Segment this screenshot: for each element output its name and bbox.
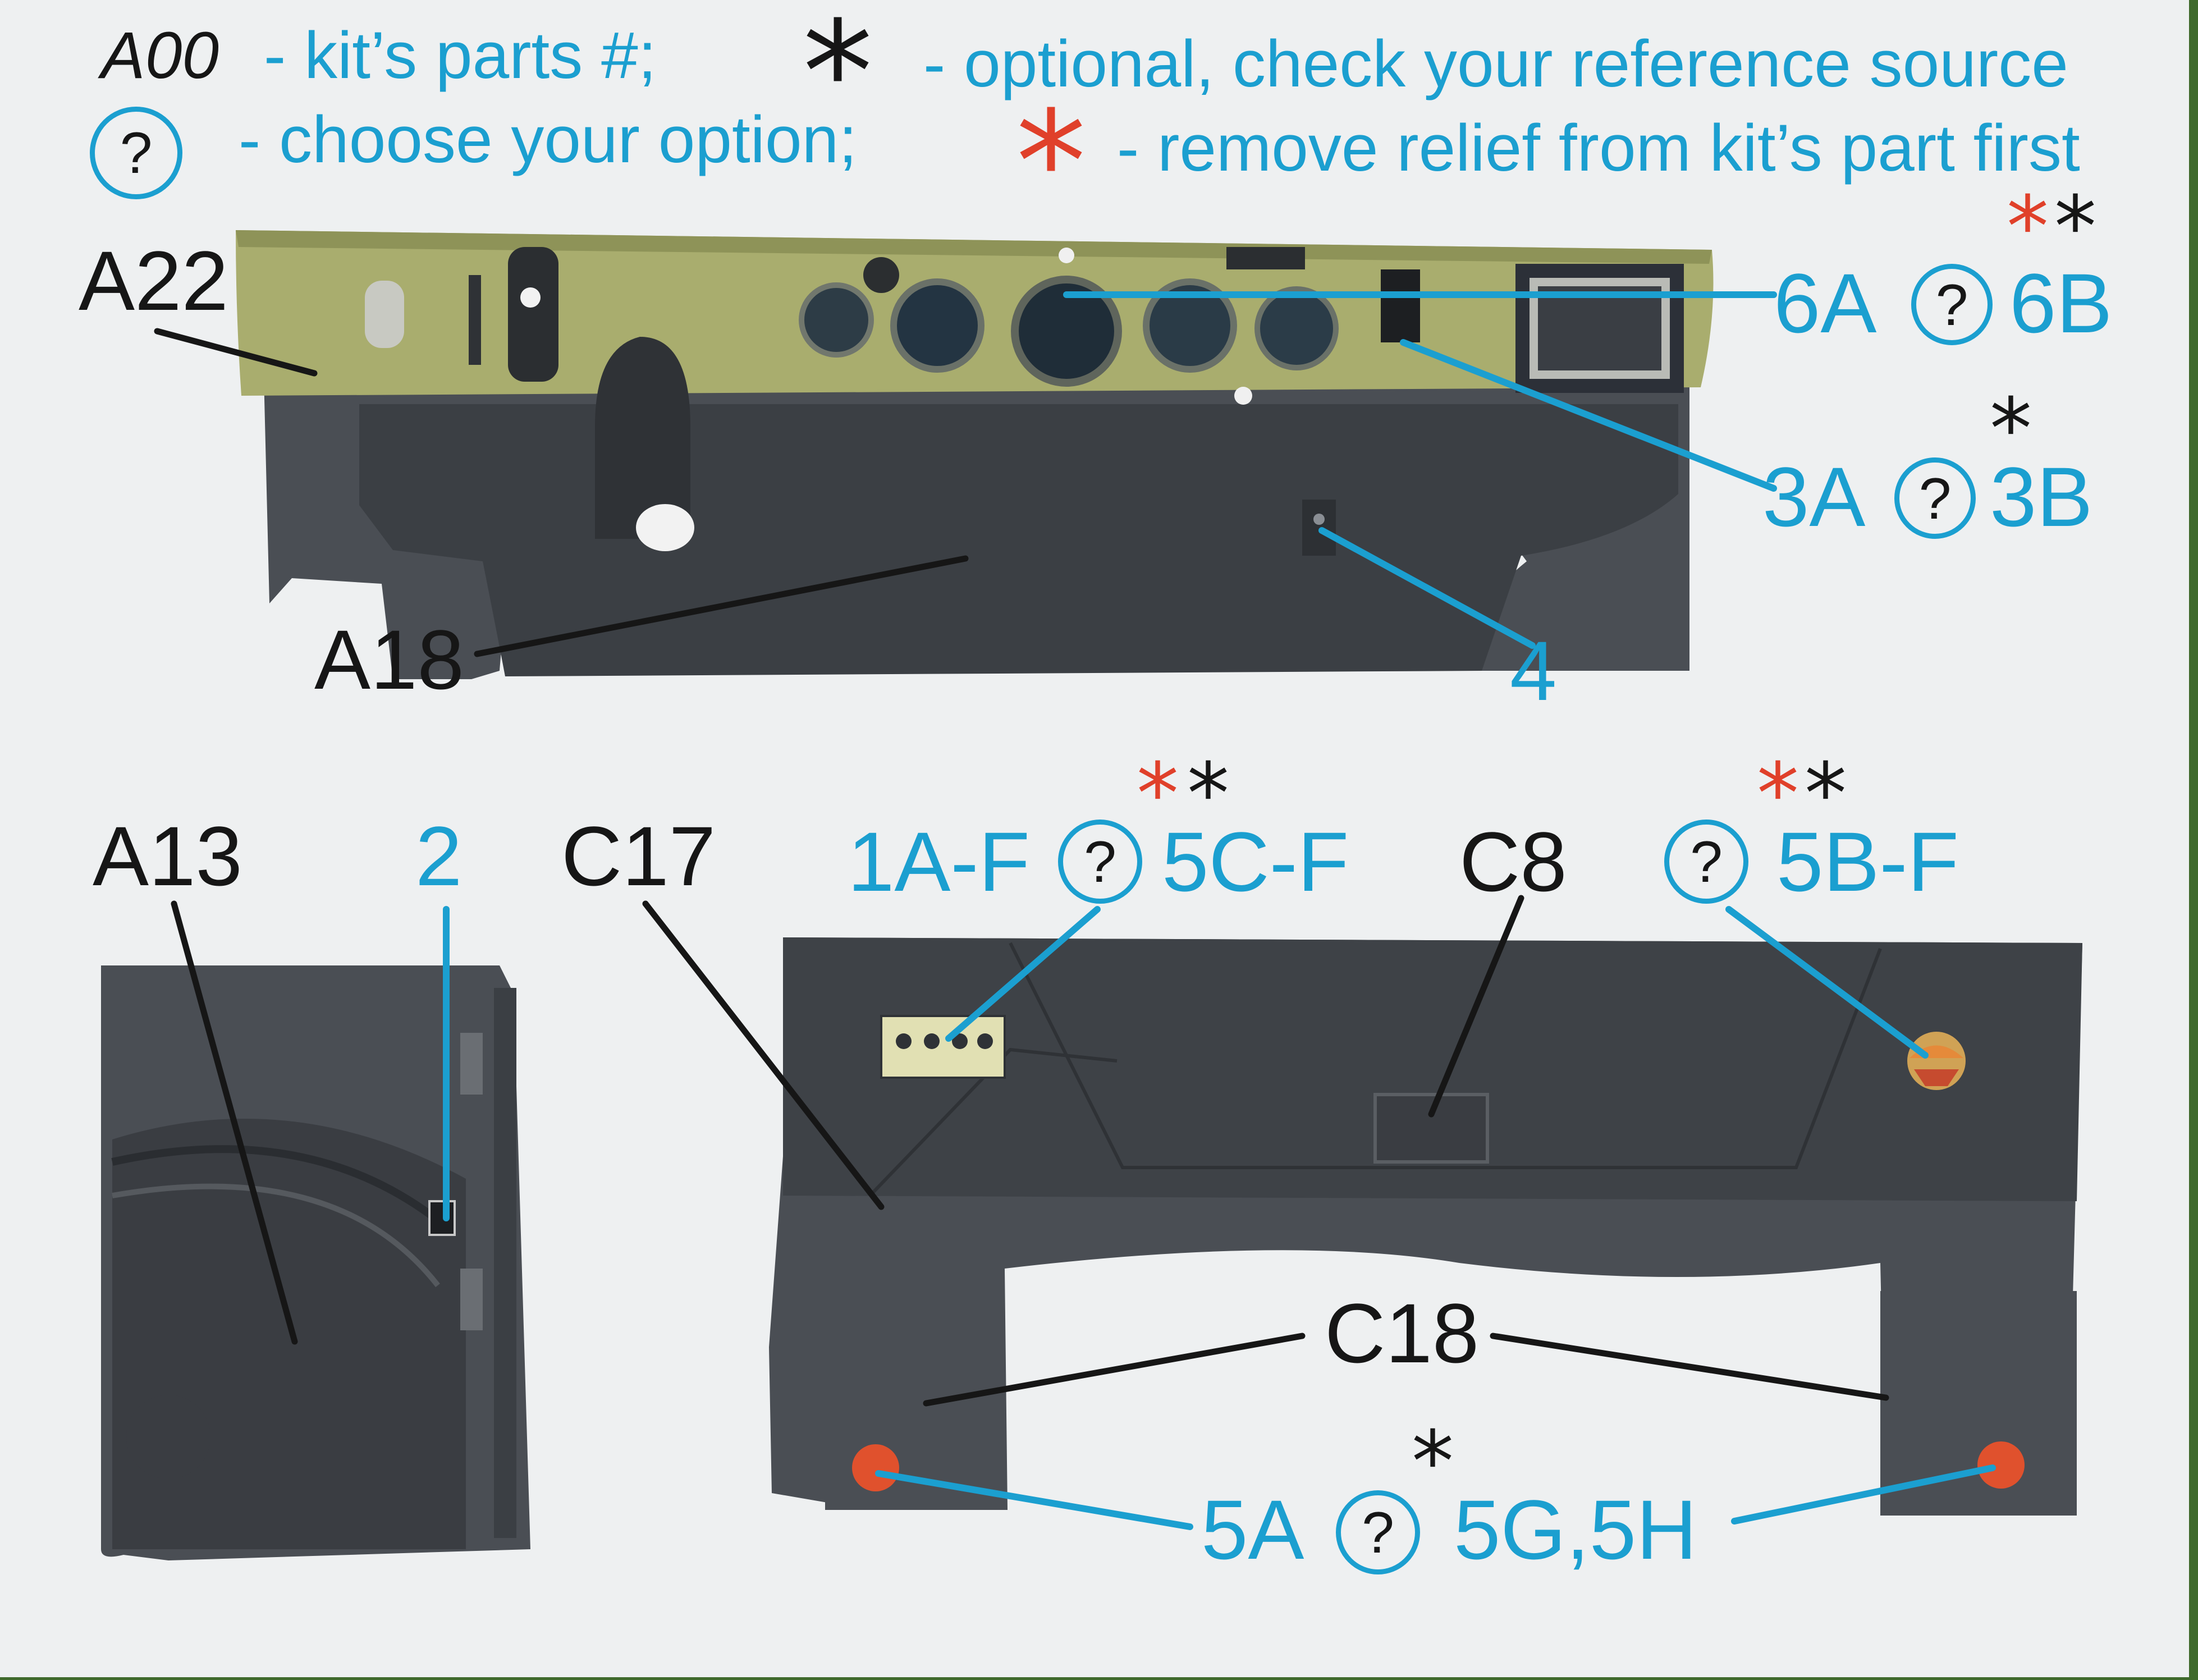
label-1af: 1A-F	[848, 814, 1031, 909]
legend-choose-symbol: ?	[90, 107, 182, 199]
legend-choose-text: - choose your option;	[239, 103, 857, 177]
remove-star-5bf: *	[1757, 745, 1799, 843]
leader-c17	[642, 900, 885, 1210]
gauge-row	[528, 248, 1339, 405]
part-c17-c18-assembly	[769, 937, 2082, 1516]
label-4: 4	[1510, 624, 1557, 718]
label-c8: C8	[1459, 814, 1567, 909]
legend-remove-star: *	[1016, 81, 1086, 244]
label-a22: A22	[79, 234, 228, 328]
label-2: 2	[415, 809, 463, 903]
leader-4	[1318, 527, 1536, 649]
optional-star-5bf: *	[1805, 745, 1847, 843]
label-a18: A18	[314, 612, 464, 707]
label-c17: C17	[561, 809, 716, 903]
legend-parts-code: A00	[101, 19, 219, 93]
leader-c18-left	[923, 1333, 1306, 1407]
red-lamp-right	[1977, 1441, 2025, 1489]
part-c18-opening	[1005, 1250, 1886, 1510]
legend-optional-text: - optional, check your reference source	[923, 27, 2068, 101]
choose-5a: ?	[1336, 1490, 1420, 1574]
label-5g5h: 5G,5H	[1454, 1482, 1697, 1577]
leader-1af	[945, 906, 1101, 1042]
label-5a: 5A	[1201, 1482, 1304, 1577]
legend-parts-text: - kit’s parts #;	[264, 19, 657, 93]
leader-5bf	[1725, 906, 1929, 1059]
optional-star-5cf: *	[1187, 745, 1229, 843]
leader-c8	[1428, 895, 1524, 1118]
label-6b: 6B	[2009, 256, 2113, 350]
remove-star-5cf: *	[1137, 745, 1179, 843]
leader-3a	[1400, 339, 1777, 492]
leader-5g5h	[1731, 1464, 1996, 1525]
dashboard-assembly	[236, 230, 1714, 679]
label-5bf: 5B-F	[1776, 814, 1959, 909]
remove-star-6b: *	[2007, 178, 2049, 276]
label-6a: 6A	[1774, 256, 1877, 350]
leader-5a	[875, 1470, 1193, 1530]
part-a13-assembly	[101, 965, 530, 1560]
choose-1-5: ?	[1058, 820, 1142, 904]
label-3a: 3A	[1762, 450, 1866, 544]
optional-star-3b: *	[1990, 381, 2032, 478]
leader-c18-right	[1490, 1333, 1889, 1401]
choose-3: ?	[1894, 457, 1976, 539]
red-lamp-left	[852, 1444, 899, 1491]
legend-remove-text: - remove relief from kit’s part first	[1117, 111, 2080, 185]
label-3b: 3B	[1990, 450, 2093, 544]
label-5cf: 5C-F	[1162, 814, 1349, 909]
legend-optional-star: *	[803, 0, 873, 154]
leader-a18	[474, 555, 969, 657]
leader-lines	[154, 291, 1996, 1530]
leader-a13	[171, 900, 298, 1345]
choose-6: ?	[1911, 264, 1993, 345]
choose-5b: ?	[1664, 820, 1748, 904]
leader-a22	[154, 328, 318, 377]
label-c18: C18	[1325, 1286, 1480, 1380]
optional-star-6b: *	[2054, 178, 2096, 276]
optional-star-5g5h: *	[1412, 1413, 1454, 1511]
label-a13: A13	[93, 809, 242, 903]
